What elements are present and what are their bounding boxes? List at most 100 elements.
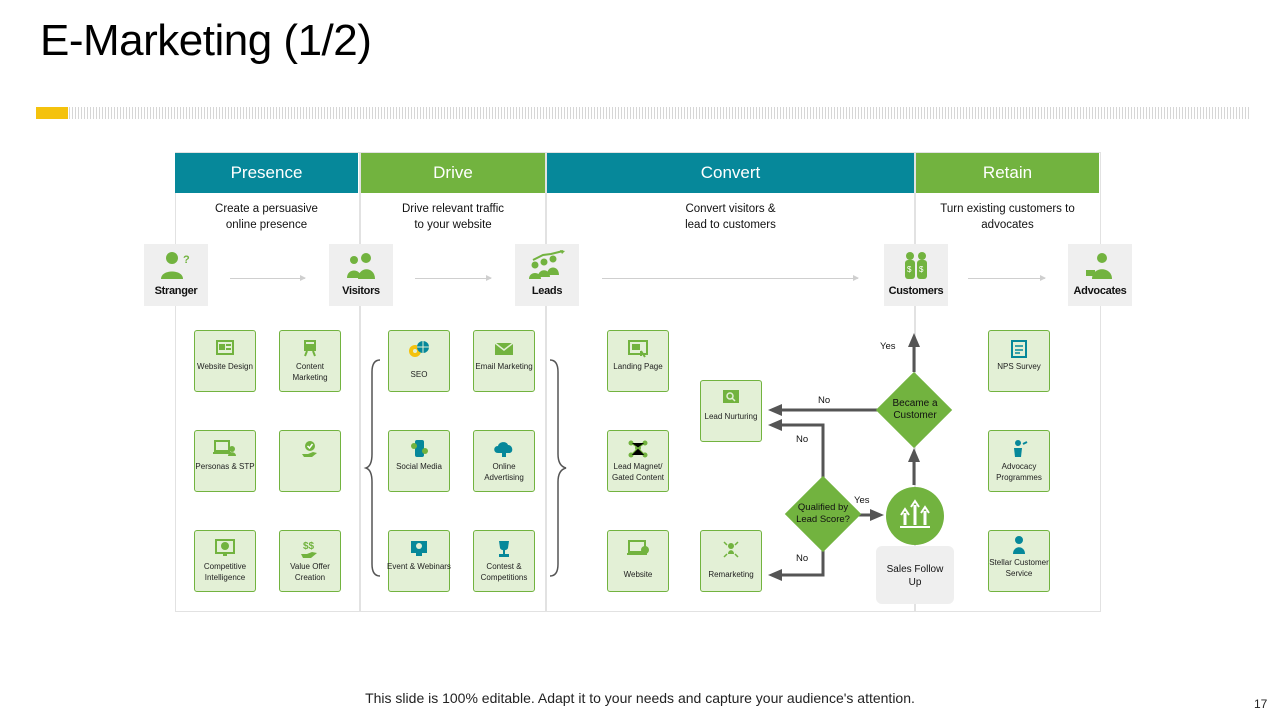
tile-label: Event & Webinars <box>387 562 451 571</box>
laptop-globe-icon <box>608 539 668 559</box>
stage-customers: $ $ Customers <box>884 244 948 306</box>
svg-text:$: $ <box>919 265 924 274</box>
tile-competitive-intelligence: Competitive Intelligence <box>194 530 256 592</box>
desc-retain: Turn existing customers to advocates <box>916 201 1099 233</box>
tile-label: Stellar Customer Service <box>989 558 1049 578</box>
people-group-icon <box>329 250 393 280</box>
tile-online-advertising: Online Advertising <box>473 430 535 492</box>
label-no-qualified-up: No <box>796 434 809 445</box>
content-board-icon <box>280 339 340 359</box>
flow-connectors <box>768 333 920 581</box>
stage-label: Visitors <box>342 285 380 297</box>
stage-label: Advocates <box>1073 285 1127 297</box>
web-page-icon <box>195 339 255 359</box>
social-phone-icon <box>389 439 449 459</box>
stage-arrow <box>602 275 859 281</box>
envelope-icon <box>474 339 534 359</box>
tile-remarketing: Remarketing <box>700 530 762 592</box>
stage-stranger: ? Stranger <box>144 244 208 306</box>
stage-arrow <box>415 275 492 281</box>
sales-chart-circle <box>886 487 944 545</box>
svg-text:?: ? <box>183 254 190 266</box>
slide-title: E-Marketing (1/2) <box>40 16 372 65</box>
desc-line: Drive relevant traffic <box>401 203 505 215</box>
svg-text:$$: $$ <box>303 541 315 552</box>
tile-label: Competitive Intelligence <box>203 562 247 582</box>
desc-line: Create a persuasive <box>215 203 318 215</box>
desc-presence: Create a persuasive online presence <box>175 201 358 233</box>
desc-line: Turn existing customers to <box>940 203 1075 215</box>
tile-content-marketing: Content Marketing <box>279 330 341 392</box>
tile-event-webinars: Event & Webinars <box>387 530 451 592</box>
tile-label: Value Offer Creation <box>290 562 330 582</box>
tile-landing-page: Landing Page <box>607 330 669 392</box>
hand-dollar-icon: $$ <box>280 539 340 559</box>
magnifier-icon <box>701 389 761 409</box>
tile-label: Advocacy Programmes <box>996 462 1042 482</box>
label-yes-top: Yes <box>880 341 896 352</box>
page-number: 17 <box>1254 697 1268 711</box>
tile-label: Personas & STP <box>195 462 255 471</box>
service-person-icon <box>989 535 1049 555</box>
tile-label: SEO <box>410 370 428 379</box>
person-arrows-icon <box>701 539 761 559</box>
speaker-person-icon <box>989 439 1049 459</box>
tile-lead-nurturing: Lead Nurturing <box>700 380 762 442</box>
desc-line: to your website <box>414 219 492 231</box>
label-no-nurture: No <box>818 395 831 406</box>
stage-label: Stranger <box>154 285 198 297</box>
tile-label: Contest & Competitions <box>480 562 528 582</box>
tile-nps-survey: NPS Survey <box>988 330 1050 392</box>
tile-seo: SEO <box>388 330 450 392</box>
desc-line: online presence <box>225 219 308 231</box>
tile-label: Remarketing <box>708 570 754 579</box>
tile-stellar-service: Stellar Customer Service <box>988 530 1050 592</box>
cloud-megaphone-icon <box>474 439 534 459</box>
tile-lead-magnet: Lead Magnet/ Gated Content <box>607 430 669 492</box>
svg-text:$: $ <box>907 265 912 274</box>
stage-arrow <box>968 275 1046 281</box>
desc-line: advocates <box>981 219 1034 231</box>
tile-label: Website Design <box>197 362 253 371</box>
survey-clipboard-icon <box>989 339 1049 359</box>
header-drive: Drive <box>361 153 545 193</box>
network-people-icon <box>608 439 668 459</box>
gears-globe-icon <box>389 339 449 359</box>
tile-contest: Contest & Competitions <box>473 530 535 592</box>
tile-hand-check <box>279 430 341 492</box>
bracket-drive-convert <box>549 359 567 577</box>
tile-label: NPS Survey <box>997 362 1041 371</box>
title-accent <box>36 107 68 119</box>
webinar-screen-icon <box>389 539 449 559</box>
tile-advocacy: Advocacy Programmes <box>988 430 1050 492</box>
brain-screen-icon <box>195 539 255 559</box>
people-growth-icon <box>515 250 579 280</box>
header-convert: Convert <box>547 153 914 193</box>
stage-label: Customers <box>888 285 944 297</box>
desc-drive: Drive relevant traffic to your website <box>361 201 545 233</box>
laptop-persona-icon <box>195 439 255 459</box>
stage-arrow <box>230 275 306 281</box>
stage-advocates: Advocates <box>1068 244 1132 306</box>
desc-line: lead to customers <box>685 219 776 231</box>
bracket-presence-drive <box>363 359 381 577</box>
growth-arrows-icon <box>900 499 930 528</box>
qualified-label: Qualified by Lead Score? <box>796 502 850 525</box>
tile-label: Social Media <box>396 462 442 471</box>
stage-visitors: Visitors <box>329 244 393 306</box>
tile-social-media: Social Media <box>388 430 450 492</box>
title-underline <box>36 107 1250 119</box>
tile-email-marketing: Email Marketing <box>473 330 535 392</box>
hand-check-icon <box>280 439 340 459</box>
tile-value-offer: $$ Value Offer Creation <box>279 530 341 592</box>
became-customer-label: Became a Customer <box>892 398 938 421</box>
tile-label: Landing Page <box>613 362 663 371</box>
advocate-person-icon <box>1068 250 1132 280</box>
tile-label: Content Marketing <box>292 362 328 382</box>
tile-label: Lead Nurturing <box>704 412 758 421</box>
label-yes-sales: Yes <box>854 495 870 506</box>
person-question-icon: ? <box>144 250 208 280</box>
footer-note: This slide is 100% editable. Adapt it to… <box>365 690 915 706</box>
desc-line: Convert visitors & <box>685 203 776 215</box>
desc-convert: Convert visitors & lead to customers <box>547 201 914 233</box>
